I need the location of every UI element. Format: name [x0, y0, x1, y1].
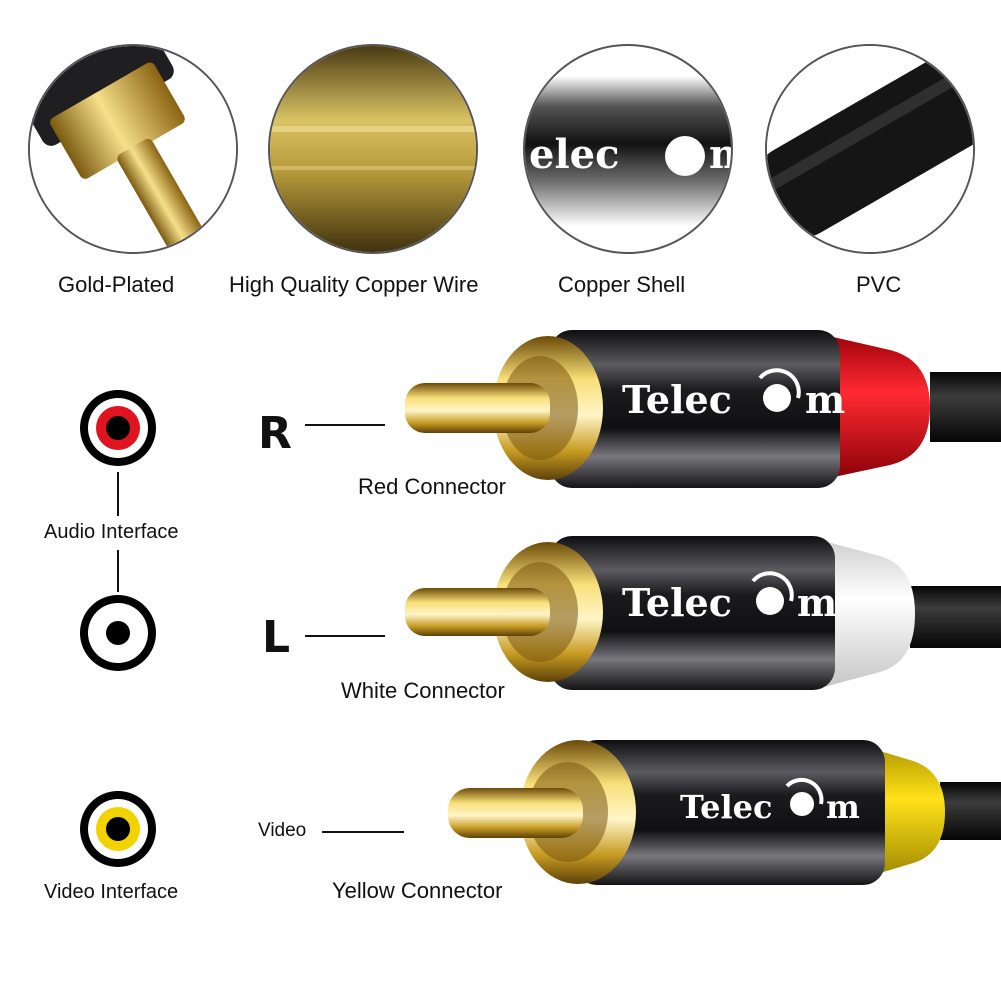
brand-text-yellow-end: m [826, 788, 860, 826]
brand-text-red-end: m [805, 377, 845, 422]
copper-wire-icon [270, 46, 476, 252]
metal-shell-icon: elec m [525, 76, 733, 226]
brand-text-white: Telec [622, 580, 732, 625]
right-channel-letter: R [258, 408, 292, 459]
yellow-connector-label: Yellow Connector [332, 878, 503, 903]
red-jack-icon [80, 390, 156, 466]
feature-label-copper-wire: High Quality Copper Wire [229, 272, 479, 297]
yellow-rca-connector [448, 740, 1001, 885]
red-connector-label: Red Connector [358, 474, 506, 499]
copper-wire-closeup [268, 44, 478, 254]
svg-text:m: m [709, 131, 733, 178]
brand-text-yellow: Telec [680, 788, 773, 826]
red-rca-connector [405, 330, 1001, 488]
feature-label-gold-plated: Gold-Plated [58, 272, 175, 297]
pvc-closeup [765, 44, 975, 254]
left-channel-letter: L [262, 612, 291, 663]
feature-label-copper-shell: Copper Shell [558, 272, 686, 297]
gold-pin-icon [30, 46, 236, 252]
pvc-cable-icon [767, 46, 973, 252]
brand-text: elec [529, 131, 619, 178]
brand-text-white-end: m [797, 580, 837, 625]
white-rca-connector [405, 536, 1001, 690]
yellow-jack-icon [80, 791, 156, 867]
feature-label-pvc: PVC [856, 272, 902, 297]
gold-plated-closeup [28, 44, 238, 254]
video-label: Video [258, 820, 307, 841]
audio-interface-label: Audio Interface [44, 521, 179, 543]
brand-text-red: Telec [622, 377, 732, 422]
copper-shell-closeup: elec m [523, 44, 733, 254]
white-connector-label: White Connector [341, 678, 505, 703]
video-interface-label: Video Interface [44, 881, 179, 903]
brand-logo-icon [751, 368, 824, 816]
white-jack-icon [80, 595, 156, 671]
